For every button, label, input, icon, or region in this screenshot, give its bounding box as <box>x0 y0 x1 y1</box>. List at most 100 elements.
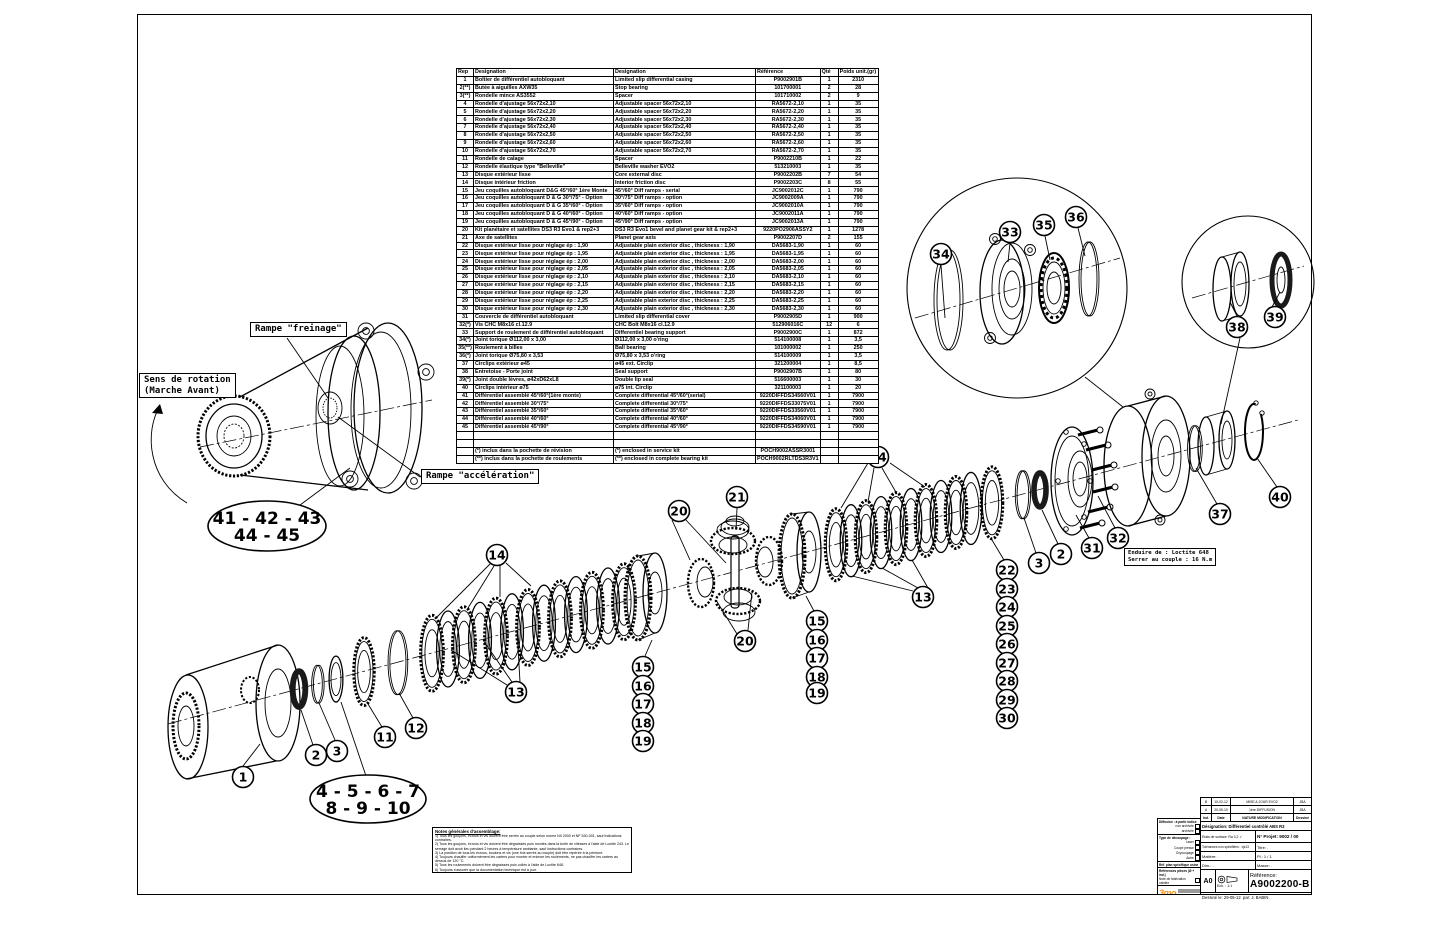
matiere-value: . <box>1217 853 1219 859</box>
designation-value: Différentiel contrôlé ABS R3 <box>1228 823 1285 829</box>
tolerances-value: ±js13 <box>1241 845 1249 849</box>
svg-text:26: 26 <box>998 636 1016 651</box>
detail-circle-seal-kit <box>1181 215 1315 349</box>
svg-text:4 - 5 - 6 - 7: 4 - 5 - 6 - 7 <box>316 782 420 802</box>
titre-label: Titre: <box>1257 844 1266 850</box>
callout-13: 13 <box>504 680 528 704</box>
assembly-notes-title: Notes générales d'assemblage: <box>435 829 501 834</box>
svg-text:34: 34 <box>932 246 950 261</box>
callout-19: 19 <box>631 729 655 753</box>
callout-15: 15 <box>805 609 829 633</box>
callout-13: 13 <box>911 585 935 609</box>
dim-label: Dim.: <box>1202 862 1212 868</box>
svg-text:36: 36 <box>1067 209 1085 224</box>
ramp-shell-right <box>777 511 822 600</box>
callout-17: 17 <box>631 692 655 716</box>
planet-gear-spider <box>686 515 784 622</box>
torque-note-line2: Serrer au couple : 16 N.m <box>1128 557 1213 563</box>
svg-text:2: 2 <box>1057 546 1066 561</box>
svg-text:12: 12 <box>407 720 424 735</box>
label-rampe-acceleration: Rampe "accélération" <box>421 469 540 484</box>
svg-text:14: 14 <box>488 547 506 562</box>
project-value: 9002 / 00 <box>1279 834 1299 839</box>
svg-text:20: 20 <box>736 633 754 648</box>
svg-text:20: 20 <box>670 503 688 518</box>
detail-circle-bearing-support <box>906 177 1128 408</box>
table-footnote-row: (**) inclus dans la pochette de roulemen… <box>456 454 879 464</box>
dim-value: . <box>1212 862 1214 868</box>
casing-part1 <box>167 644 301 780</box>
snap-ring-part40 <box>1244 400 1265 461</box>
svg-text:13: 13 <box>914 589 931 604</box>
parts-table-header: Poids unit.(gr) <box>837 68 879 77</box>
svg-text:16: 16 <box>808 632 826 647</box>
svg-text:18: 18 <box>808 669 825 684</box>
titre-value: . <box>1267 844 1269 850</box>
assembly-notes-box: Notes générales d'assemblage: 1) Tous le… <box>432 827 632 873</box>
callout-37: 37 <box>1208 502 1232 526</box>
callout-2: 2 <box>304 743 328 767</box>
side-panel-section: Références pièces (Ø + ind.)Note de fabr… <box>1158 868 1201 887</box>
callout-2: 2 <box>1049 542 1073 566</box>
label-sens-rotation: Sens de rotation (Marche Avant) <box>139 373 236 398</box>
projection-symbol-icon <box>1217 875 1238 883</box>
svg-text:44 - 45: 44 - 45 <box>234 526 300 546</box>
svg-text:25: 25 <box>998 618 1015 633</box>
svg-text:15: 15 <box>634 659 651 674</box>
svg-text:40: 40 <box>1271 489 1289 504</box>
svg-text:19: 19 <box>808 685 825 700</box>
callout-16: 16 <box>631 674 655 698</box>
callout-3: 3 <box>325 739 349 763</box>
callout-29: 29 <box>995 688 1019 712</box>
surface-label: Etats de surface: <box>1202 834 1228 839</box>
logo-address-block <box>1178 888 1200 894</box>
callout-17: 17 <box>805 646 829 670</box>
callout-23: 23 <box>995 577 1019 601</box>
table-spacer-row <box>456 438 879 448</box>
drawn-by-label: par: <box>1242 894 1251 900</box>
parts-table-header: Référence <box>755 68 821 77</box>
exploded-rings <box>289 425 1203 710</box>
company-logo: 3mo <box>1159 887 1177 895</box>
parts-table-header: Designation <box>473 68 614 77</box>
svg-text:29: 29 <box>998 692 1015 707</box>
svg-text:31: 31 <box>1083 540 1100 555</box>
svg-text:13: 13 <box>507 684 524 699</box>
callout-19: 19 <box>805 681 829 705</box>
drawn-label: Dessiné le: <box>1202 894 1223 900</box>
callout-32: 32 <box>1106 526 1130 550</box>
